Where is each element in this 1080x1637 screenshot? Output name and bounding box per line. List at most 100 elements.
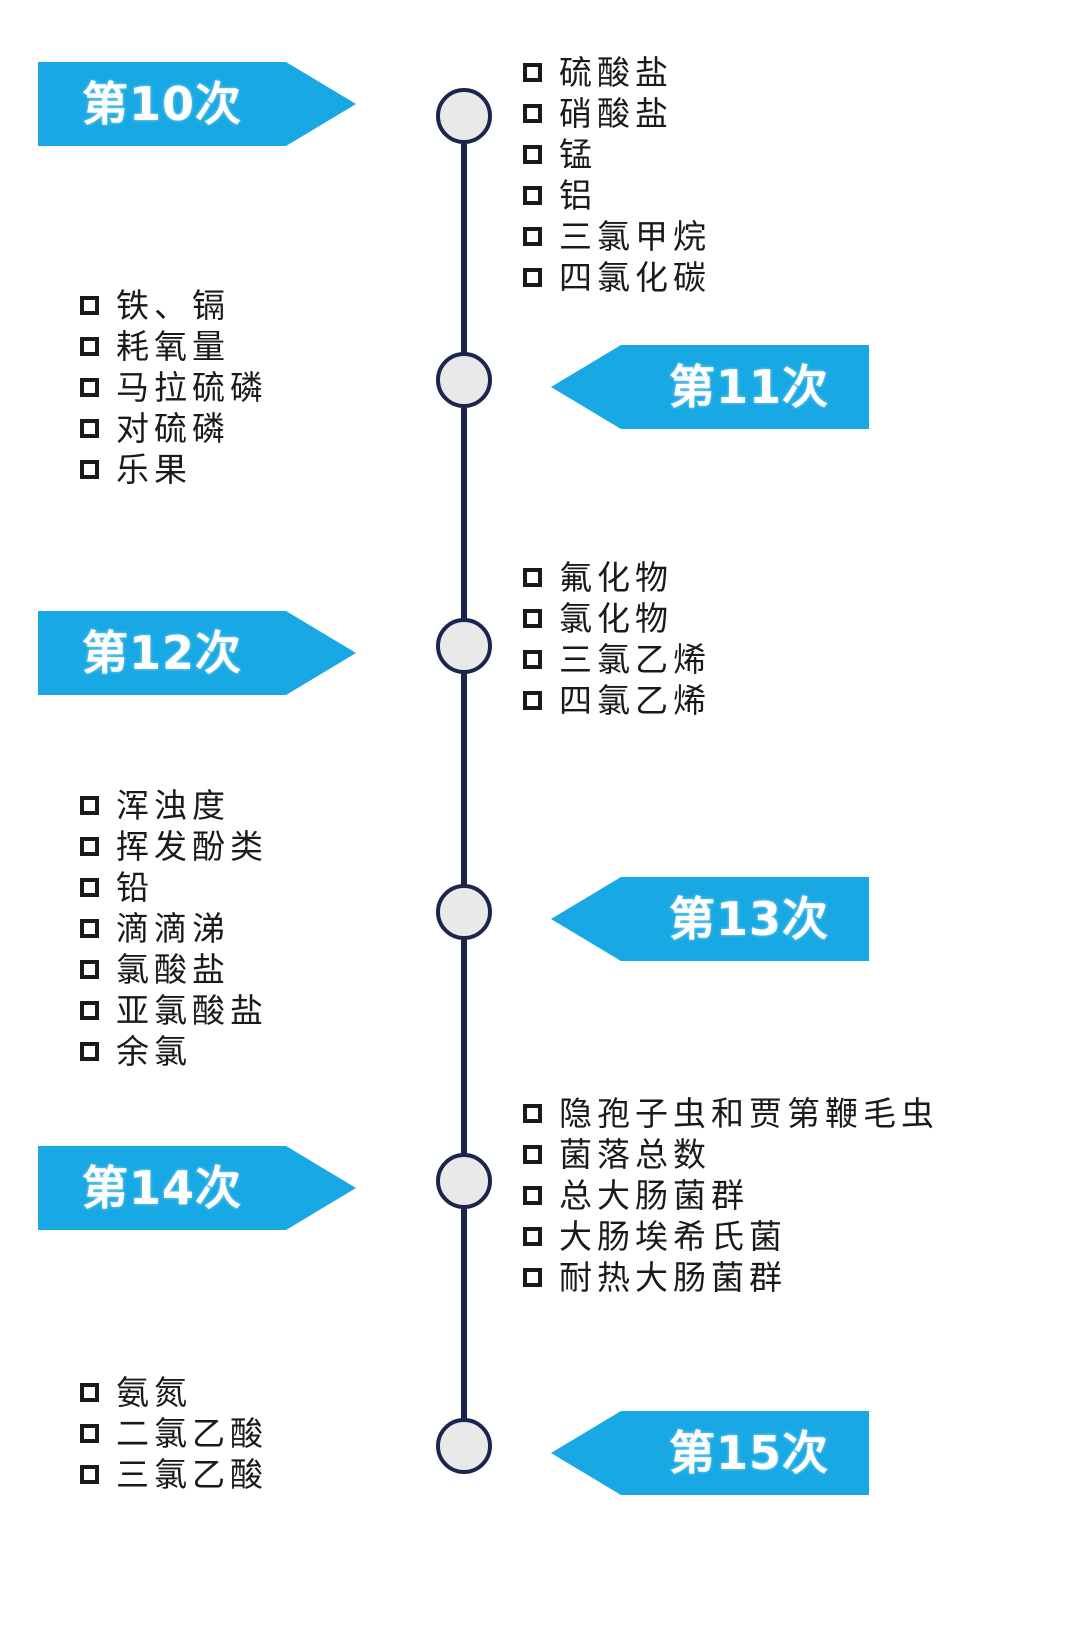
checkbox-icon[interactable] bbox=[523, 63, 542, 82]
check-item[interactable]: 三氯乙酸 bbox=[80, 1454, 268, 1495]
check-item[interactable]: 对硫磷 bbox=[80, 408, 268, 449]
checkbox-icon[interactable] bbox=[523, 650, 542, 669]
check-item[interactable]: 锰 bbox=[523, 134, 711, 175]
stage-banner-stage-10[interactable]: 第10次 bbox=[38, 62, 356, 146]
checkbox-icon[interactable] bbox=[523, 268, 542, 287]
check-item-label: 铅 bbox=[116, 868, 154, 907]
check-item-label: 余氯 bbox=[116, 1032, 192, 1071]
check-item[interactable]: 挥发酚类 bbox=[80, 826, 268, 867]
check-item-label: 四氯乙烯 bbox=[559, 681, 711, 720]
check-item[interactable]: 耗氧量 bbox=[80, 326, 268, 367]
stage-banner-stage-11[interactable]: 第11次 bbox=[551, 345, 869, 429]
checkbox-icon[interactable] bbox=[523, 1268, 542, 1287]
check-item-label: 乐果 bbox=[116, 450, 192, 489]
check-item[interactable]: 硫酸盐 bbox=[523, 52, 711, 93]
checkbox-icon[interactable] bbox=[523, 227, 542, 246]
stage-banner-label: 第10次 bbox=[82, 77, 243, 131]
timeline-node-stage-14[interactable] bbox=[436, 1153, 492, 1209]
check-item[interactable]: 硝酸盐 bbox=[523, 93, 711, 134]
stage-banner-stage-13[interactable]: 第13次 bbox=[551, 877, 869, 961]
check-item[interactable]: 氯化物 bbox=[523, 598, 711, 639]
check-item-label: 氯化物 bbox=[559, 599, 673, 638]
check-item[interactable]: 大肠埃希氏菌 bbox=[523, 1216, 939, 1257]
checkbox-icon[interactable] bbox=[80, 460, 99, 479]
checkbox-icon[interactable] bbox=[80, 378, 99, 397]
checkbox-icon[interactable] bbox=[80, 878, 99, 897]
checkbox-icon[interactable] bbox=[80, 296, 99, 315]
checklist-stage-11: 铁、镉耗氧量马拉硫磷对硫磷乐果 bbox=[80, 285, 268, 490]
check-item[interactable]: 三氯甲烷 bbox=[523, 216, 711, 257]
checkbox-icon[interactable] bbox=[523, 186, 542, 205]
check-item[interactable]: 乐果 bbox=[80, 449, 268, 490]
check-item[interactable]: 耐热大肠菌群 bbox=[523, 1257, 939, 1298]
check-item[interactable]: 三氯乙烯 bbox=[523, 639, 711, 680]
check-item[interactable]: 铁、镉 bbox=[80, 285, 268, 326]
checkbox-icon[interactable] bbox=[523, 691, 542, 710]
checkbox-icon[interactable] bbox=[80, 1424, 99, 1443]
checkbox-icon[interactable] bbox=[523, 1227, 542, 1246]
checkbox-icon[interactable] bbox=[523, 1104, 542, 1123]
check-item-label: 铝 bbox=[559, 176, 597, 215]
checkbox-icon[interactable] bbox=[523, 104, 542, 123]
check-item-label: 总大肠菌群 bbox=[559, 1176, 749, 1215]
check-item[interactable]: 亚氯酸盐 bbox=[80, 990, 268, 1031]
checkbox-icon[interactable] bbox=[80, 796, 99, 815]
checkbox-icon[interactable] bbox=[80, 1383, 99, 1402]
stage-banner-stage-15[interactable]: 第15次 bbox=[551, 1411, 869, 1495]
check-item-label: 马拉硫磷 bbox=[116, 368, 268, 407]
timeline-node-stage-12[interactable] bbox=[436, 618, 492, 674]
check-item-label: 耐热大肠菌群 bbox=[559, 1258, 787, 1297]
checkbox-icon[interactable] bbox=[80, 419, 99, 438]
check-item-label: 菌落总数 bbox=[559, 1135, 711, 1174]
check-item[interactable]: 马拉硫磷 bbox=[80, 367, 268, 408]
checkbox-icon[interactable] bbox=[80, 1042, 99, 1061]
check-item-label: 隐孢子虫和贾第鞭毛虫 bbox=[559, 1094, 939, 1133]
stage-banner-label: 第14次 bbox=[82, 1161, 243, 1215]
timeline-spine bbox=[461, 120, 467, 1450]
check-item[interactable]: 氯酸盐 bbox=[80, 949, 268, 990]
check-item[interactable]: 浑浊度 bbox=[80, 785, 268, 826]
checkbox-icon[interactable] bbox=[523, 1145, 542, 1164]
stage-banner-label: 第11次 bbox=[668, 360, 829, 414]
check-item[interactable]: 四氯化碳 bbox=[523, 257, 711, 298]
check-item-label: 氯酸盐 bbox=[116, 950, 230, 989]
check-item[interactable]: 余氯 bbox=[80, 1031, 268, 1072]
checklist-stage-10: 硫酸盐硝酸盐锰铝三氯甲烷四氯化碳 bbox=[523, 52, 711, 298]
check-item-label: 大肠埃希氏菌 bbox=[559, 1217, 787, 1256]
check-item[interactable]: 二氯乙酸 bbox=[80, 1413, 268, 1454]
timeline-node-stage-11[interactable] bbox=[436, 352, 492, 408]
checkbox-icon[interactable] bbox=[523, 1186, 542, 1205]
stage-banner-stage-12[interactable]: 第12次 bbox=[38, 611, 356, 695]
check-item[interactable]: 菌落总数 bbox=[523, 1134, 939, 1175]
check-item-label: 氟化物 bbox=[559, 558, 673, 597]
check-item[interactable]: 氟化物 bbox=[523, 557, 711, 598]
timeline-node-stage-13[interactable] bbox=[436, 884, 492, 940]
checkbox-icon[interactable] bbox=[523, 568, 542, 587]
checkbox-icon[interactable] bbox=[80, 337, 99, 356]
checkbox-icon[interactable] bbox=[80, 1465, 99, 1484]
timeline-node-stage-15[interactable] bbox=[436, 1418, 492, 1474]
check-item-label: 三氯乙烯 bbox=[559, 640, 711, 679]
check-item[interactable]: 铝 bbox=[523, 175, 711, 216]
check-item[interactable]: 四氯乙烯 bbox=[523, 680, 711, 721]
checkbox-icon[interactable] bbox=[80, 837, 99, 856]
stage-banner-stage-14[interactable]: 第14次 bbox=[38, 1146, 356, 1230]
check-item-label: 硫酸盐 bbox=[559, 53, 673, 92]
check-item[interactable]: 滴滴涕 bbox=[80, 908, 268, 949]
check-item-label: 浑浊度 bbox=[116, 786, 230, 825]
checkbox-icon[interactable] bbox=[80, 919, 99, 938]
check-item[interactable]: 氨氮 bbox=[80, 1372, 268, 1413]
timeline-node-stage-10[interactable] bbox=[436, 88, 492, 144]
checkbox-icon[interactable] bbox=[523, 609, 542, 628]
check-item-label: 挥发酚类 bbox=[116, 827, 268, 866]
checklist-stage-15: 氨氮二氯乙酸三氯乙酸 bbox=[80, 1372, 268, 1495]
check-item[interactable]: 总大肠菌群 bbox=[523, 1175, 939, 1216]
check-item[interactable]: 隐孢子虫和贾第鞭毛虫 bbox=[523, 1093, 939, 1134]
checkbox-icon[interactable] bbox=[80, 960, 99, 979]
checkbox-icon[interactable] bbox=[80, 1001, 99, 1020]
checkbox-icon[interactable] bbox=[523, 145, 542, 164]
checklist-stage-13: 浑浊度挥发酚类铅滴滴涕氯酸盐亚氯酸盐余氯 bbox=[80, 785, 268, 1072]
stage-banner-label: 第13次 bbox=[668, 892, 829, 946]
check-item[interactable]: 铅 bbox=[80, 867, 268, 908]
